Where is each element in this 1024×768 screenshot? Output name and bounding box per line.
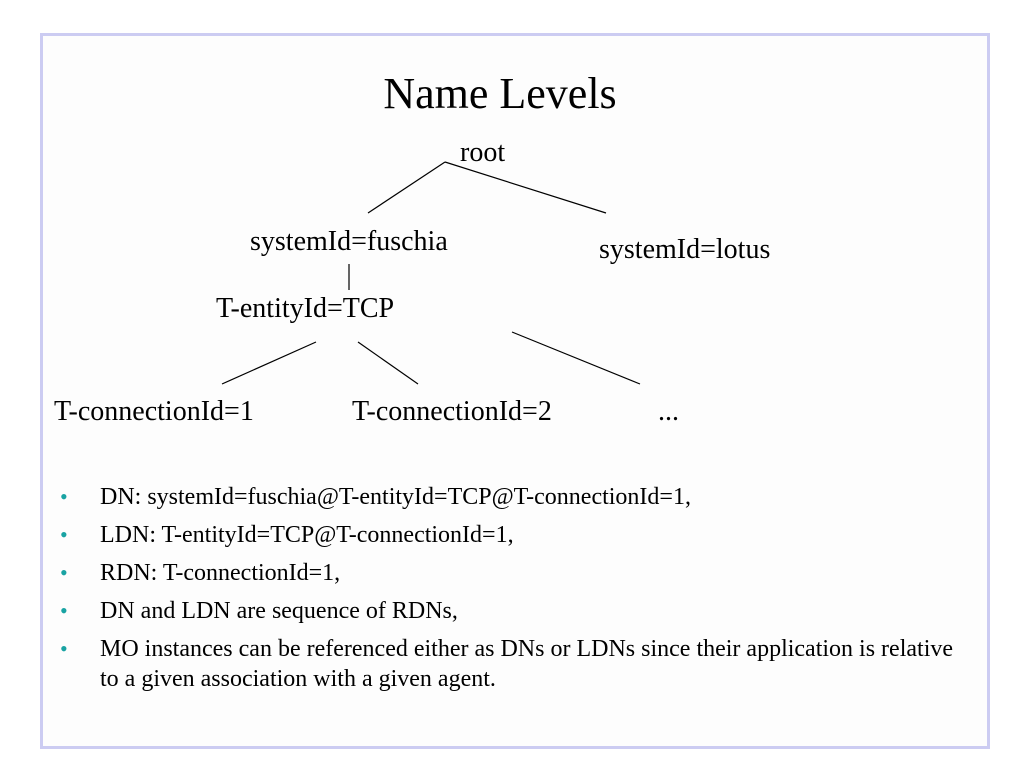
node-entity-tcp: T-entityId=TCP (216, 293, 395, 324)
bullet-icon: • (60, 560, 68, 585)
bullet-item: • DN and LDN are sequence of RDNs, (60, 596, 960, 626)
bullet-icon: • (60, 598, 68, 623)
bullet-item: • MO instances can be referenced either a… (60, 634, 960, 694)
bullet-item: • DN: systemId=fuschia@T-entityId=TCP@T-c… (60, 482, 960, 512)
edge-root-fuschia (367, 161, 446, 214)
bullet-text: DN: systemId=fuschia@T-entityId=TCP@T-co… (100, 484, 691, 510)
bullet-text: LDN: T-entityId=TCP@T-connectionId=1, (100, 522, 514, 548)
node-conn-more: ... (658, 396, 679, 427)
edge-entity-conn2 (357, 341, 419, 385)
bullet-text: RDN: T-connectionId=1, (100, 560, 341, 586)
edge-root-lotus (444, 161, 607, 214)
edge-entity-more (511, 331, 641, 385)
bullet-item: • RDN: T-connectionId=1, (60, 558, 960, 588)
node-system-fuschia: systemId=fuschia (250, 226, 448, 257)
node-root: root (460, 137, 506, 168)
slide-title: Name Levels (383, 69, 617, 118)
slide-frame (40, 33, 990, 749)
bullet-text: DN and LDN are sequence of RDNs, (100, 598, 458, 624)
node-system-lotus: systemId=lotus (599, 234, 771, 265)
bullet-item: • LDN: T-entityId=TCP@T-connectionId=1, (60, 520, 960, 550)
bullet-icon: • (60, 636, 68, 661)
edge-entity-conn1 (221, 341, 317, 385)
bullet-icon: • (60, 522, 68, 547)
node-conn-2: T-connectionId=2 (352, 396, 552, 427)
bullet-icon: • (60, 484, 68, 509)
bullet-text: MO instances can be referenced either as… (100, 636, 954, 692)
bullet-list: • DN: systemId=fuschia@T-entityId=TCP@T-c… (60, 482, 960, 702)
node-conn-1: T-connectionId=1 (54, 396, 254, 427)
